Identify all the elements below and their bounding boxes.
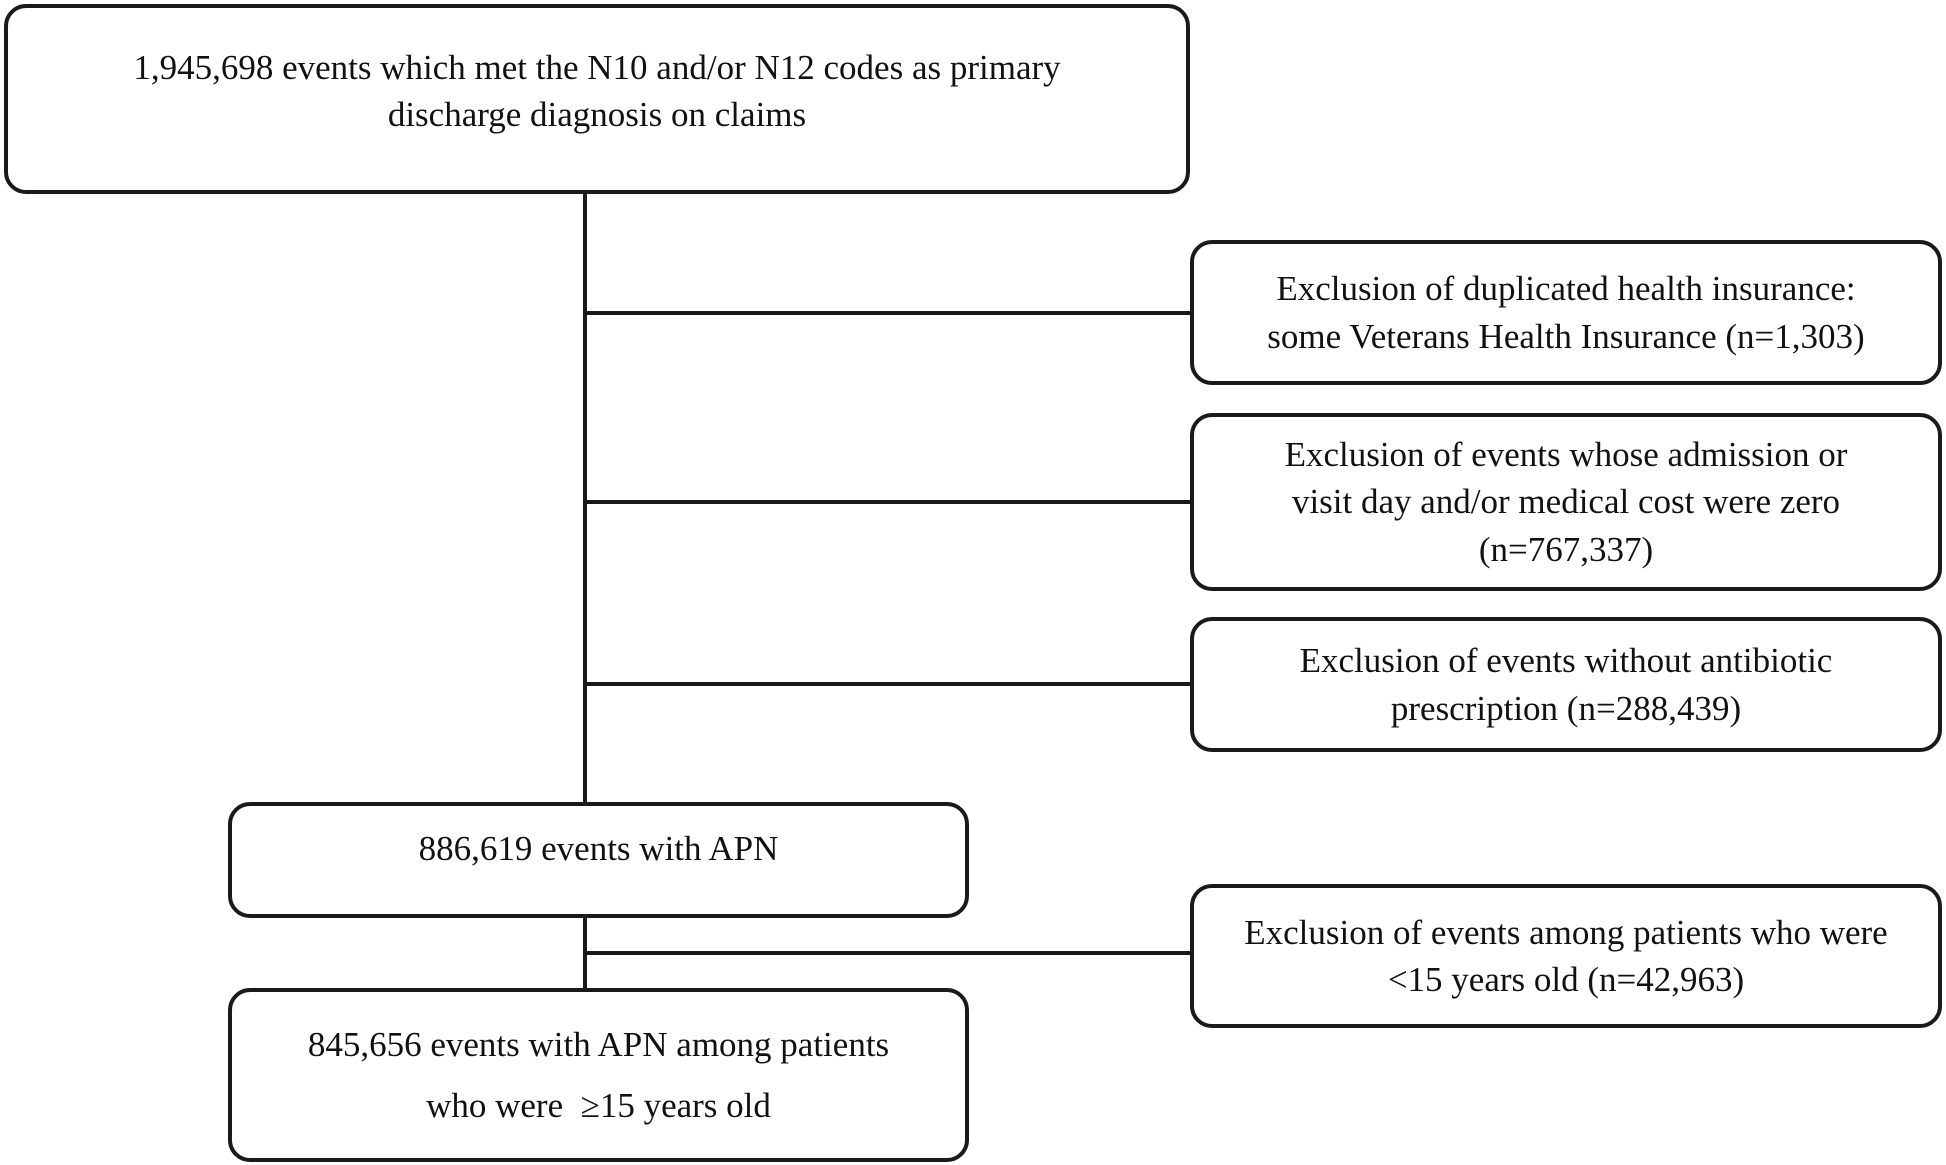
final-cohort-line-2: who were ≥15 years old (426, 1086, 771, 1125)
exclusion-zero-cost-line-1: Exclusion of events whose admission or (1284, 435, 1848, 475)
exclusion-antibiotic-line-2: prescription (n=288,439) (1390, 688, 1742, 728)
exclusion-age-line-1: Exclusion of events among patients who w… (1244, 912, 1888, 952)
exclusion-insurance-line-1: Exclusion of duplicated health insurance… (1276, 269, 1856, 309)
final-cohort-line-1: 845,656 events with APN among patients (307, 1024, 890, 1064)
exclusion-zero-cost-line-3: (n=767,337) (1478, 529, 1654, 569)
apn-events-line-1: 886,619 events with APN (418, 829, 779, 869)
exclusion-box-insurance: Exclusion of duplicated health insurance… (1190, 240, 1942, 385)
exclusion-box-antibiotic: Exclusion of events without antibiotic p… (1190, 617, 1942, 752)
exclusion-age-line-2: <15 years old (n=42,963) (1387, 960, 1745, 999)
initial-events-box: 1,945,698 events which met the N10 and/o… (4, 4, 1190, 194)
exclusion-antibiotic-line-1: Exclusion of events without antibiotic (1299, 641, 1833, 681)
exclusion-box-zero-cost: Exclusion of events whose admission or v… (1190, 413, 1942, 591)
apn-events-box: 886,619 events with APN (228, 802, 969, 918)
exclusion-insurance-line-2: some Veterans Health Insurance (n=1,303) (1267, 316, 1865, 356)
initial-events-line-2: discharge diagnosis on claims (387, 95, 807, 134)
exclusion-box-age: Exclusion of events among patients who w… (1190, 884, 1942, 1028)
final-cohort-box: 845,656 events with APN among patients w… (228, 988, 969, 1162)
exclusion-zero-cost-line-2: visit day and/or medical cost were zero (1291, 482, 1841, 522)
initial-events-line-1: 1,945,698 events which met the N10 and/o… (133, 47, 1061, 87)
